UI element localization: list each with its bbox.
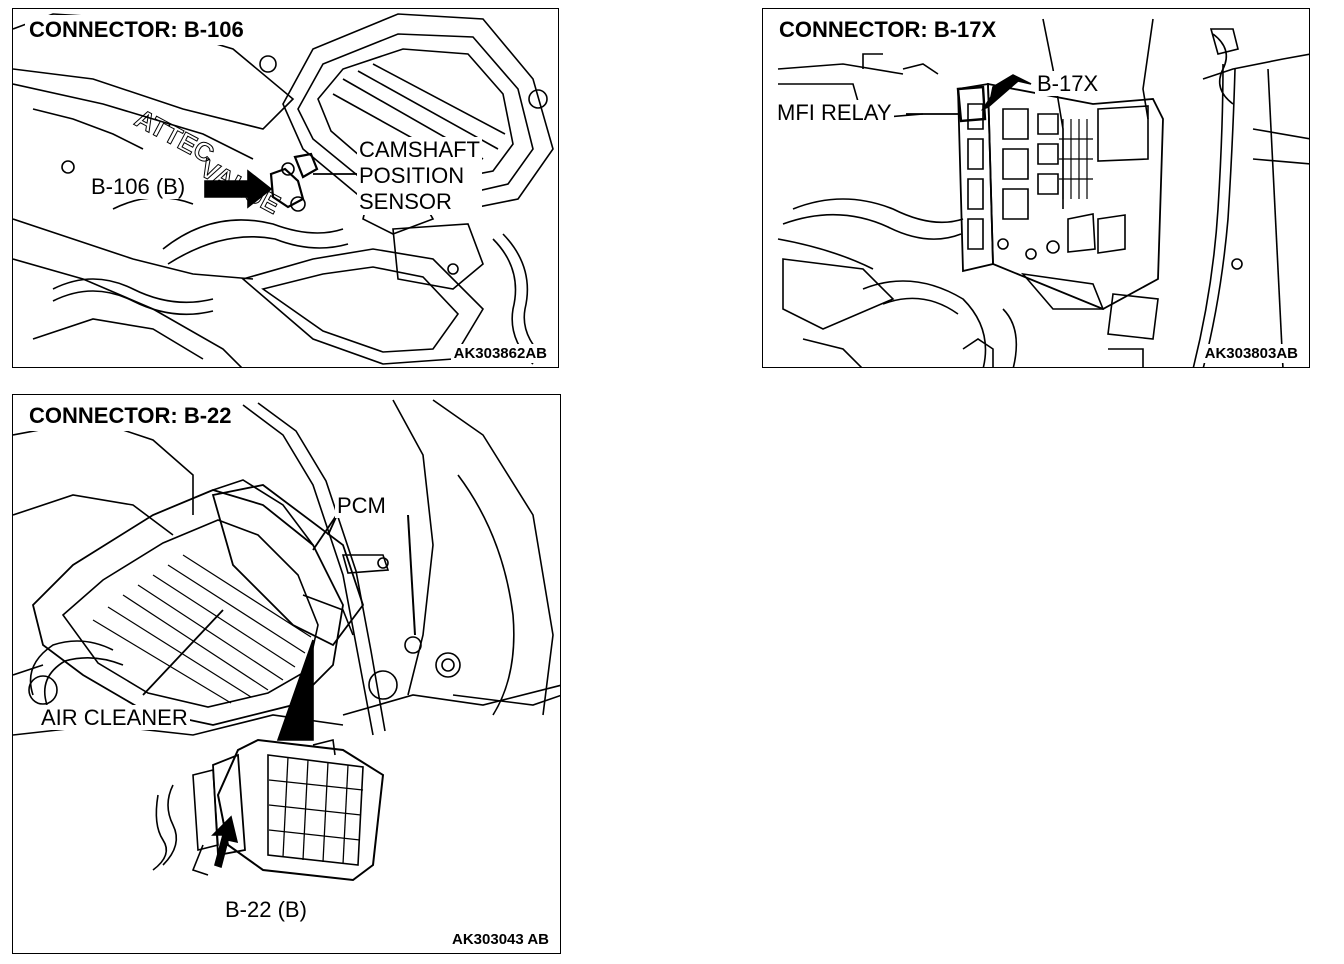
connector-b22-panel: CONNECTOR: B-22 PCM AIR CLEANER B-22 (B)…: [12, 394, 561, 954]
figure-code: AK303803AB: [1201, 344, 1301, 363]
pcm-label: PCM: [335, 493, 388, 518]
connector-b106-label: B-106 (B): [89, 174, 188, 199]
figure-code: AK303043 AB: [449, 930, 552, 949]
panel-title: CONNECTOR: B-17X: [775, 15, 1001, 45]
connector-b106-panel: ATTEC VALUE CONNECTOR: B-106 B-106 (B) C…: [12, 8, 559, 368]
engine-bay-illustration: ATTEC VALUE: [13, 13, 554, 367]
relay-box-illustration: [777, 18, 1309, 367]
connector-b22-label: B-22 (B): [223, 897, 309, 922]
mfi-relay-label: MFI RELAY: [775, 100, 894, 125]
air-cleaner-label: AIR CLEANER: [39, 705, 190, 730]
camshaft-position-sensor-label: CAMSHAFT POSITION SENSOR: [357, 137, 482, 215]
connector-b17x-panel: CONNECTOR: B-17X B-17X MFI RELAY AK30380…: [762, 8, 1310, 368]
panel-title: CONNECTOR: B-106: [25, 15, 248, 45]
panel-title: CONNECTOR: B-22: [25, 401, 236, 431]
figure-code: AK303862AB: [450, 344, 550, 363]
air-cleaner-pcm-illustration: [13, 399, 560, 882]
connector-b17x-label: B-17X: [1035, 71, 1101, 96]
